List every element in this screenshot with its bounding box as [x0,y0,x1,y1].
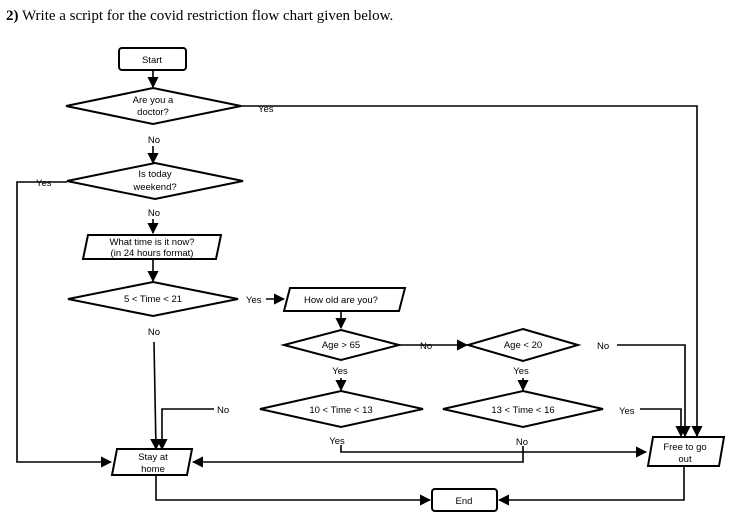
label-gt65-no: No [420,341,432,352]
label-range-no: No [148,327,160,338]
node-age-lt20-decision: Age < 20 [464,327,582,363]
arrow-weekend-yes-to-stay [16,181,113,468]
time-input-line1: What time is it now? [110,237,195,248]
doctor-label-line1: Are you a [133,95,174,106]
label-weekend-yes: Yes [36,178,52,189]
node-time-range-decision: 5 < Time < 21 [67,280,239,318]
label-t1316-yes: Yes [619,406,635,417]
label-t1316-no: No [516,437,528,448]
age-lt20-label: Age < 20 [504,340,542,351]
time-parallelogram [81,234,223,260]
stay-home-parallelogram [110,448,194,476]
time-13-16-diamond [442,389,604,429]
question-text: Write a script for the covid restriction… [21,8,394,24]
label-t1013-yes: Yes [329,436,345,447]
label-weekend-no: No [148,208,160,219]
weekend-diamond [66,161,244,201]
question-number: 2) [6,8,19,24]
arrow-doctor-yes-to-free [241,105,703,438]
free-to-go-line2: out [678,454,692,465]
label-doctor-no: No [148,135,160,146]
arrow-t1316-yes-to-free [640,408,687,438]
stay-home-line1: Stay at [138,452,168,463]
weekend-label-line1: Is today [138,169,172,180]
node-time-10-13-decision: 10 < Time < 13 [259,389,424,429]
node-age-gt65-decision: Age > 65 [280,328,403,362]
node-time-input: What time is it now? (in 24 hours format… [81,234,223,260]
node-free-to-go: Free to go out [646,436,726,467]
age-gt65-diamond [280,328,403,362]
node-stay-home: Stay at home [110,448,194,476]
time-range-diamond [67,280,239,318]
arrow-t1316-no-to-stay [191,446,524,468]
end-terminal [431,488,498,512]
label-t1013-no: No [217,405,229,416]
start-terminal [118,47,187,71]
age-parallelogram [282,287,407,312]
node-doctor-decision: Are you a doctor? [65,86,242,126]
age-gt65-label: Age > 65 [322,340,360,351]
arrow-t1013-no-to-stay [156,408,214,451]
node-age-input: How old are you? [282,287,407,312]
node-time-13-16-decision: 13 < Time < 16 [442,389,604,429]
arrow-range-no-to-stay [150,341,162,451]
time-13-16-label: 13 < Time < 16 [491,405,554,416]
weekend-label-line2: weekend? [132,182,176,193]
arrow-stay-to-end [155,475,432,506]
start-label: Start [142,55,162,66]
time-10-13-label: 10 < Time < 13 [309,405,372,416]
label-gt65-yes: Yes [332,366,348,377]
node-weekend-decision: Is today weekend? [66,161,244,201]
label-range-yes: Yes [246,295,262,306]
stay-home-line2: home [141,464,165,475]
time-range-label: 5 < Time < 21 [124,294,182,305]
label-doctor-yes: Yes [258,104,274,115]
free-to-go-parallelogram [646,436,726,467]
edge-labels: Yes No Yes No Yes No No No Yes Yes No Ye… [36,104,635,448]
node-start: Start [118,47,187,71]
label-lt20-yes: Yes [513,366,529,377]
arrow-t1013-yes-to-free [340,445,648,458]
time-input-line2: (in 24 hours format) [111,248,194,259]
age-input-label: How old are you? [304,295,378,306]
doctor-diamond [65,86,242,126]
arrow-lt20-no-to-free [617,344,691,438]
end-label: End [456,496,473,507]
doctor-label-line2: doctor? [137,107,169,118]
free-to-go-line1: Free to go [663,442,706,453]
node-end: End [431,488,498,512]
time-10-13-diamond [259,389,424,429]
age-lt20-diamond [464,327,582,363]
label-lt20-no: No [597,341,609,352]
question-heading: 2) Write a script for the covid restrict… [6,8,393,25]
connectors [16,70,703,506]
arrow-free-to-end [497,466,685,506]
